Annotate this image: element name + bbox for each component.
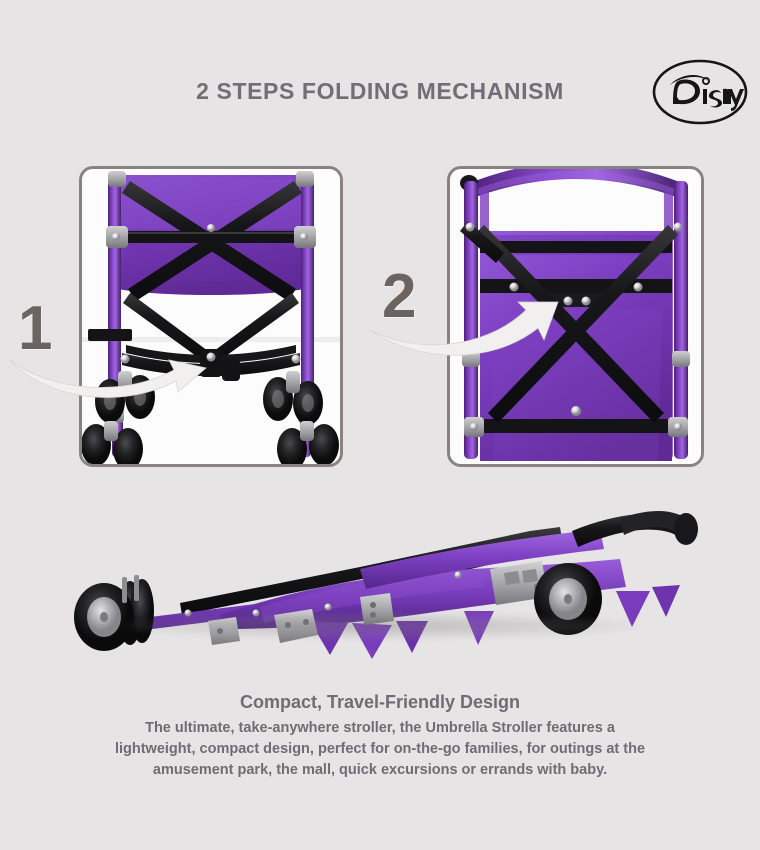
step-2-curved-arrow [369,301,559,356]
description-line-2: lightweight, compact design, perfect for… [114,741,646,758]
step-1-photo-panel [79,166,343,467]
description-line-3: amusement park, the mall, quick excursio… [152,762,608,779]
step-2-photo-panel [447,166,704,467]
description-body: The ultimate, take-anywhere stroller, th… [60,718,700,781]
description-title: Compact, Travel-Friendly Design [239,692,521,712]
step-1-stroller-image [82,169,340,464]
disney-oval-logo [651,56,749,128]
product-description-block: Compact, Travel-Friendly Design The ulti… [60,692,700,781]
step-number-1: 1 [18,294,53,363]
step-2-stroller-image [450,169,701,464]
folded-stroller-shadow [120,613,640,639]
step-number-2: 2 [382,262,417,331]
description-line-1: The ultimate, take-anywhere stroller, th… [145,720,615,736]
page-title: 2 STEPS FOLDING MECHANISM [196,78,564,104]
folded-stroller-photo [60,495,700,665]
step-1-curved-arrow [9,359,207,398]
